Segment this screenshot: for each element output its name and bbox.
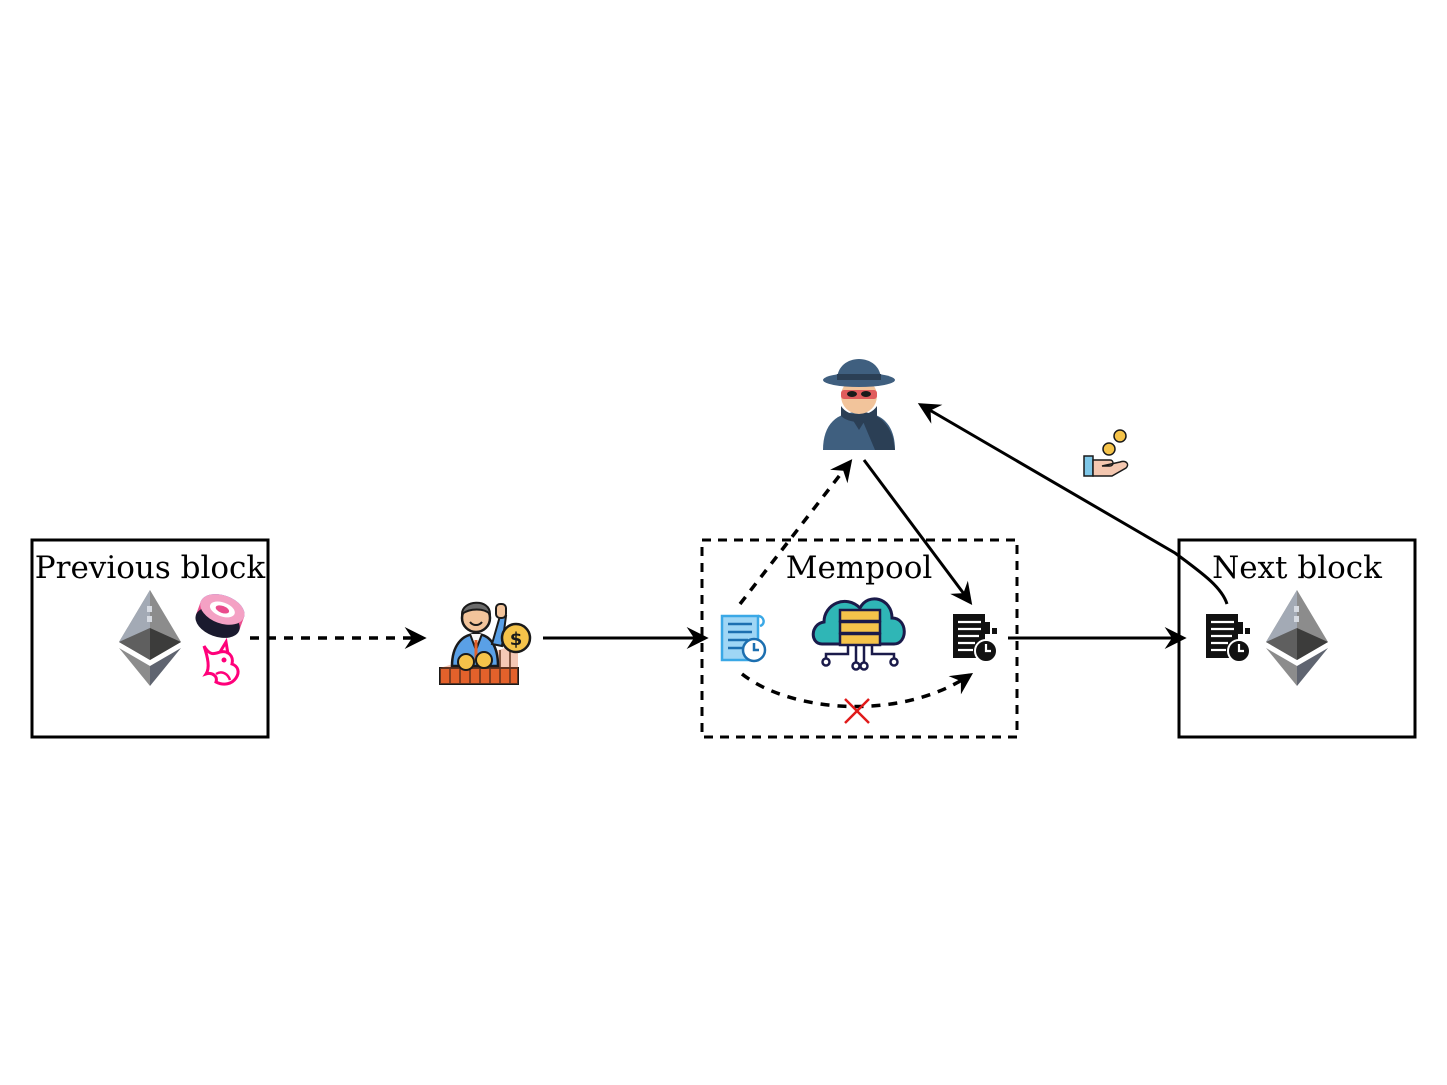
attacker-spy-icon [823,359,895,450]
ethereum-icon [119,590,181,686]
previous-block: Previous block [30,538,270,739]
next-block-label: Next block [1212,550,1382,586]
cloud-server-icon [811,597,906,671]
mempool: Mempool [700,538,1019,739]
trader-icon: $ [439,601,532,685]
attacker-transaction-icon [1206,614,1251,663]
ethereum-icon [1266,590,1328,686]
blocked-path-arrow [740,672,974,709]
next-block: Next block [1177,538,1417,739]
hand-coins-icon [1083,429,1129,477]
svg-text:$: $ [510,629,523,650]
frontrun-arrow [862,459,973,605]
uniswap-unicorn-icon [202,637,240,686]
attacker-transaction-icon [953,614,998,663]
previous-block-label: Previous block [35,550,266,586]
blocked-cross-icon [844,698,870,724]
profit-arrow [917,403,1229,605]
mempool-label: Mempool [786,550,933,586]
sushiswap-icon [195,594,245,638]
pending-transaction-icon [720,614,767,663]
observe-arrow [738,459,853,606]
